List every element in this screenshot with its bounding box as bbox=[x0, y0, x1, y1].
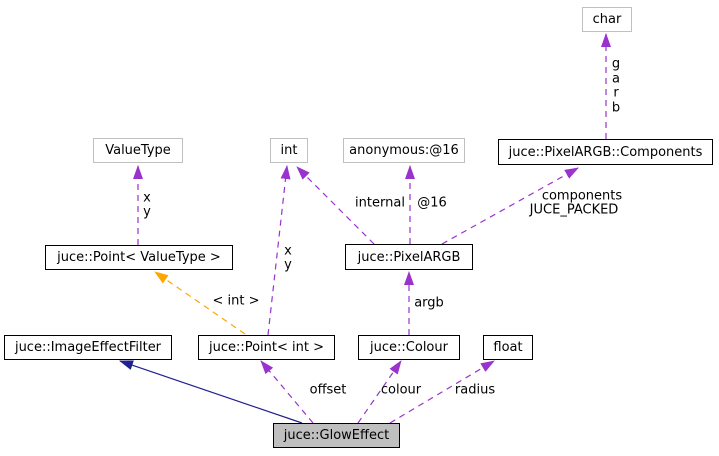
node-int: int bbox=[270, 138, 308, 163]
edge-pixelargb-to-components bbox=[441, 167, 579, 245]
node-pixelargb[interactable]: juce::PixelARGB bbox=[345, 244, 473, 270]
edge-gloweffect-inherits-imageeffectfilter bbox=[119, 360, 303, 424]
edge-label-x-int: x bbox=[284, 243, 292, 259]
edge-label-y-valuetype: y bbox=[143, 204, 151, 220]
edge-pixelargb-to-int bbox=[296, 166, 375, 245]
edge-label-y-int: y bbox=[284, 257, 292, 273]
edge-label-at16: @16 bbox=[417, 195, 447, 211]
node-point-int[interactable]: juce::Point< int > bbox=[198, 335, 335, 360]
edge-label-g: g bbox=[611, 56, 621, 72]
edge-label-x-valuetype: x bbox=[143, 190, 151, 206]
node-imageeffectfilter[interactable]: juce::ImageEffectFilter bbox=[4, 335, 172, 360]
edge-label-components: components bbox=[541, 188, 623, 204]
edge-label-colour: colour bbox=[380, 382, 422, 398]
edge-label-internal: internal bbox=[355, 195, 405, 211]
edge-label-template-int: < int > bbox=[212, 293, 260, 309]
node-char: char bbox=[582, 7, 632, 32]
edge-label-radius: radius bbox=[454, 382, 496, 398]
edge-label-offset: offset bbox=[309, 382, 347, 398]
node-colour[interactable]: juce::Colour bbox=[358, 335, 460, 360]
edge-gloweffect-to-point-int bbox=[260, 360, 314, 424]
node-gloweffect-current: juce::GlowEffect bbox=[273, 423, 400, 448]
node-valuetype: ValueType bbox=[93, 138, 183, 163]
edge-gloweffect-to-colour bbox=[357, 360, 402, 424]
edge-label-r: r bbox=[613, 85, 619, 101]
edge-label-argb: argb bbox=[414, 295, 444, 311]
node-anonymous-16: anonymous:@16 bbox=[343, 138, 465, 163]
node-point-valuetype[interactable]: juce::Point< ValueType > bbox=[45, 245, 233, 270]
edge-gloweffect-to-float bbox=[389, 360, 495, 424]
edge-label-a: a bbox=[612, 71, 620, 87]
edge-label-juce-packed: JUCE_PACKED bbox=[529, 202, 619, 218]
edge-label-b: b bbox=[611, 100, 621, 116]
edge-point-int-template-of-point-valuetype bbox=[154, 271, 246, 335]
node-pixelargb-components[interactable]: juce::PixelARGB::Components bbox=[498, 139, 713, 165]
node-float[interactable]: float bbox=[483, 335, 533, 360]
